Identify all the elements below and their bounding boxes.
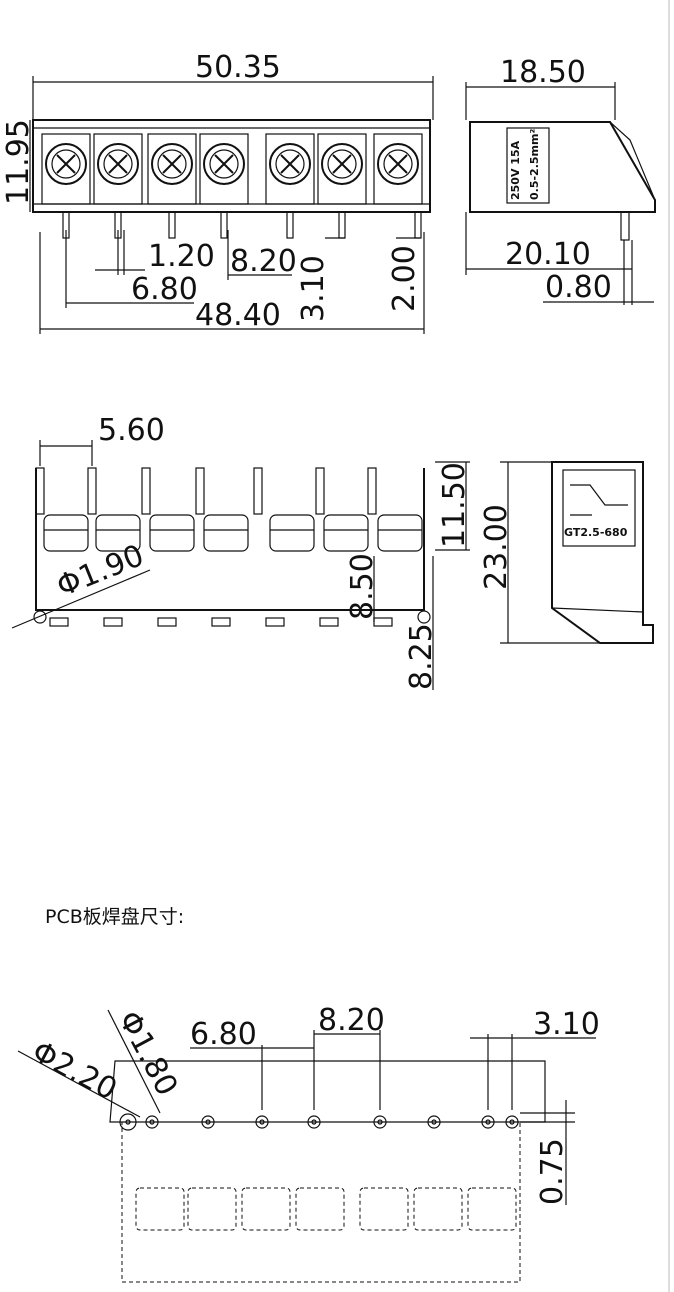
pin [338, 211, 346, 239]
screw-head [97, 143, 139, 185]
screw-slot [56, 154, 76, 174]
front-view: 5.60 Φ1.90 11.50 8.50 8.25 23.00 [11, 413, 600, 690]
pcb-footprint: Φ2.20 Φ1.80 6.80 8.20 3.10 0.75 [17, 1003, 600, 1283]
side-view-front: GT2.5-680 [551, 461, 654, 644]
screw-head [45, 143, 87, 185]
screw-head [203, 143, 245, 185]
dim-height-upper: 11.50 [437, 462, 472, 548]
wire-entry [149, 514, 195, 552]
separator-wall [253, 467, 263, 515]
wire-entry [203, 514, 249, 552]
pcb-cell-outline [187, 1187, 237, 1231]
dim-height-low: 8.25 [404, 623, 439, 690]
base-foot [157, 617, 177, 627]
screw-slot [162, 154, 182, 174]
dim-pitch-a: 6.80 [190, 1017, 257, 1052]
dim-pitch-b: 8.20 [318, 1003, 385, 1038]
screw-inner [327, 149, 357, 179]
separator-wall [315, 467, 325, 515]
screw-slot [214, 154, 234, 174]
terminal-cell [265, 133, 315, 205]
separator-wall [195, 467, 205, 515]
dim-pin-spacing: 3.10 [296, 255, 331, 322]
pin [168, 211, 176, 239]
dim-pad-small: Φ1.80 [111, 1005, 184, 1101]
pcb-cell-outline [241, 1187, 291, 1231]
wire-entry [377, 514, 423, 552]
screw-inner [157, 149, 187, 179]
dim-depth: 18.50 [500, 55, 586, 90]
dim-height-total: 23.00 [479, 504, 514, 590]
screw-slot [108, 154, 128, 174]
terminal-cell [199, 133, 249, 205]
screw-head [269, 143, 311, 185]
wire-entry [323, 514, 369, 552]
model-label: GT2.5-680 [564, 526, 628, 539]
screw-head [321, 143, 363, 185]
separator-wall [87, 467, 97, 515]
dim-hole-dia: Φ1.90 [52, 538, 149, 604]
dim-pin-span: 48.40 [195, 298, 281, 333]
dim-pitch-small: 6.80 [131, 272, 198, 307]
pcb-cell-outline [295, 1187, 345, 1231]
dim-depth-bottom: 20.10 [505, 237, 591, 272]
separator-wall [35, 467, 45, 515]
screw-inner [103, 149, 133, 179]
dim-width-total: 50.35 [195, 50, 281, 85]
wire-entry [43, 514, 89, 552]
pcb-cell-outline [359, 1187, 409, 1231]
dim-pad-large: Φ2.20 [26, 1034, 122, 1107]
pcb-outline [121, 1121, 521, 1283]
screw-inner [275, 149, 305, 179]
wire-range-label: 0.5-2.5mm² [528, 129, 541, 200]
dim-height: 11.95 [1, 119, 36, 205]
wire-entry [269, 514, 315, 552]
pcb-section-label: PCB板焊盘尺寸: [45, 906, 185, 928]
screw-inner [383, 149, 413, 179]
side-view-top: 18.50 250V 15A 0.5-2.5mm² 20.10 0.80 [465, 55, 656, 305]
page-border-rail [668, 0, 670, 1292]
dim-height-mid: 8.50 [345, 553, 380, 620]
screw-head [377, 143, 419, 185]
dim-pin-offset: 0.80 [545, 270, 612, 305]
base-foot [319, 617, 339, 627]
base-foot [211, 617, 231, 627]
screw-inner [209, 149, 239, 179]
dim-pitch-c: 3.10 [533, 1007, 600, 1042]
base-foot [103, 617, 123, 627]
pcb-cell-outline [135, 1187, 185, 1231]
screw-slot [280, 154, 300, 174]
terminal-cell [93, 133, 143, 205]
wire-entry [95, 514, 141, 552]
pin [286, 211, 294, 239]
screw-slot [388, 154, 408, 174]
dim-pitch-front: 5.60 [98, 413, 165, 448]
top-view: 50.35 11.95 1.20 6.80 8.20 3.10 2.00 48.… [1, 50, 434, 334]
dim-offset: 0.75 [535, 1138, 570, 1205]
terminal-cell [41, 133, 91, 205]
pin [220, 211, 228, 239]
terminal-cell [317, 133, 367, 205]
screw-head [151, 143, 193, 185]
pin [414, 211, 422, 239]
separator-wall [367, 467, 377, 515]
pcb-cell-outline [467, 1187, 517, 1231]
dim-pin-length: 2.00 [387, 245, 422, 312]
dim-pin-width: 1.20 [148, 239, 215, 274]
screw-inner [51, 149, 81, 179]
screw-slot [332, 154, 352, 174]
rating-label: 250V 15A [509, 140, 522, 200]
base-foot [265, 617, 285, 627]
terminal-cell [373, 133, 423, 205]
base-foot [49, 617, 69, 627]
pcb-cell-outline [413, 1187, 463, 1231]
separator-wall [141, 467, 151, 515]
dim-pitch-mid: 8.20 [230, 244, 297, 279]
terminal-cell [147, 133, 197, 205]
